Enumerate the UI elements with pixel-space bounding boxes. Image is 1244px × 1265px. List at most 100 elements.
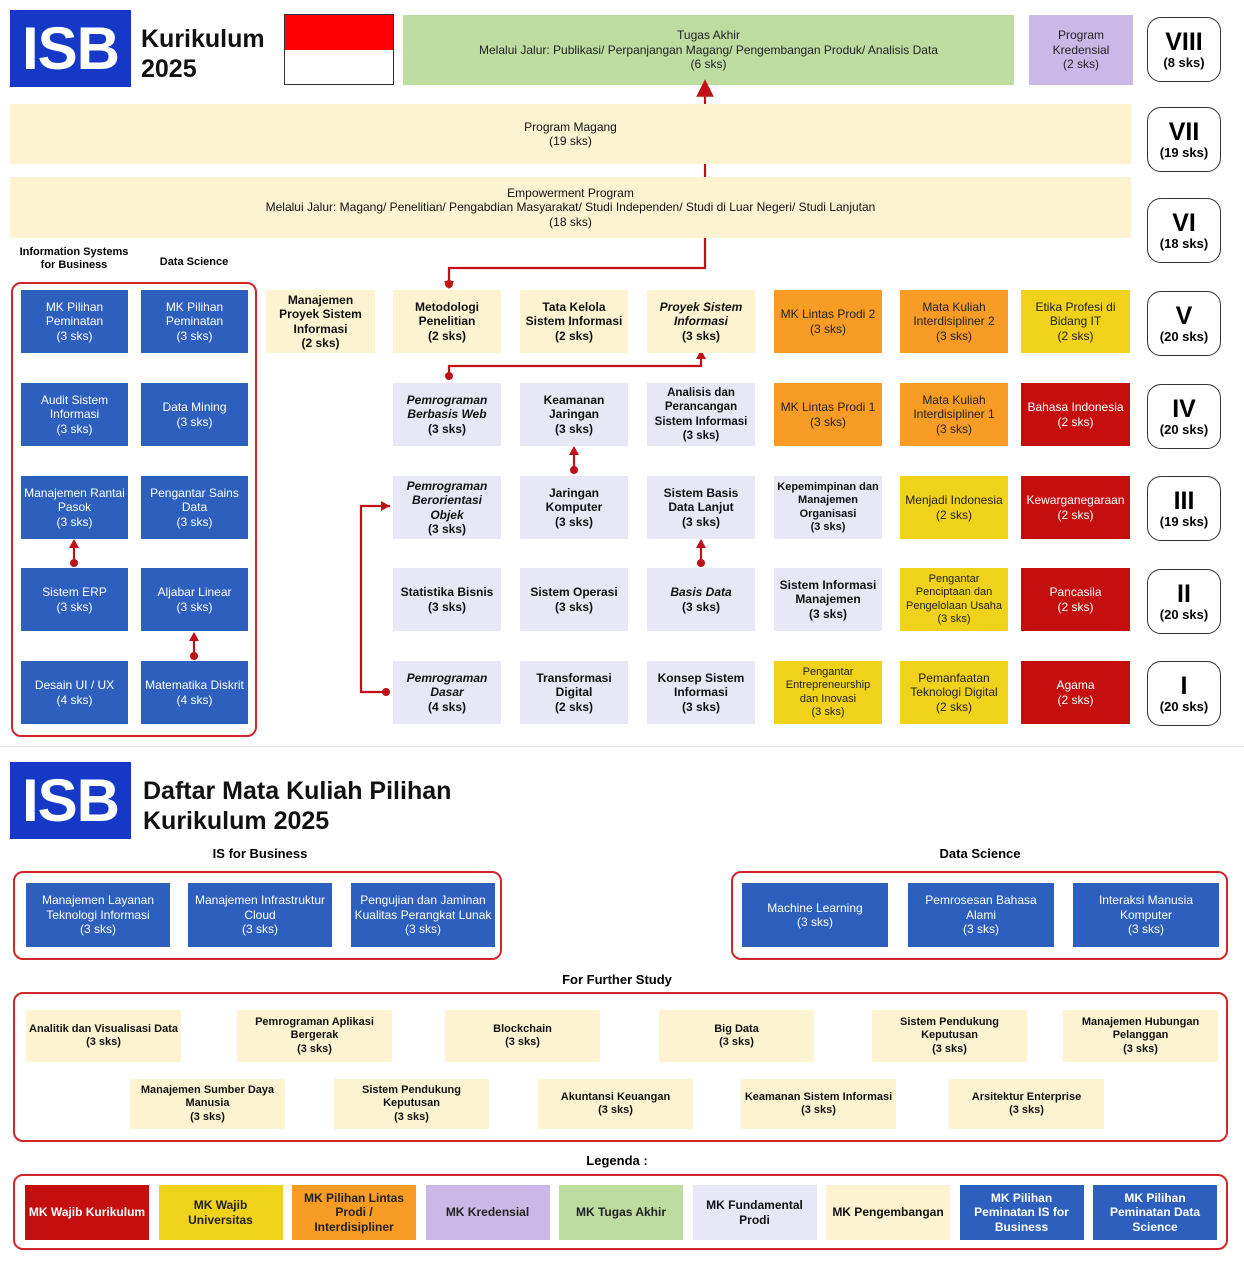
legend-item-label: MK Pengembangan (832, 1205, 944, 1220)
mpsi-course: Manajemen Proyek Sistem Informasi(2 sks) (266, 290, 375, 353)
c3-course-name: Proyek Sistem Informasi (659, 299, 743, 329)
is-business-elective: Pengujian dan Jaminan Kualitas Perangkat… (351, 883, 495, 947)
c1-course-name: Pemrograman Berbasis Web (406, 392, 488, 422)
tugas-akhir-route: Melalui Jalur: Publikasi/ Perpanjangan M… (479, 42, 938, 57)
page-title: Kurikulum 2025 (141, 24, 281, 84)
isb-course-sks: (3 sks) (56, 514, 93, 529)
legend-item-label: MK Pilihan Peminatan Data Science (1109, 1190, 1201, 1234)
semester-badge-1: I(20 sks) (1147, 661, 1221, 726)
semester-sks: (20 sks) (1159, 422, 1209, 437)
semester-badge-7: VII(19 sks) (1147, 107, 1221, 172)
further-study-course: Pemrograman Aplikasi Bergerak(3 sks) (237, 1010, 392, 1062)
c6-course-sks: (2 sks) (1057, 507, 1094, 522)
c3-course: Analisis dan Perancangan Sistem Informas… (647, 383, 755, 446)
c6-course: Etika Profesi di Bidang IT(2 sks) (1021, 290, 1130, 353)
ds-course: Data Mining(3 sks) (141, 383, 248, 446)
track-label-is-business: Information Systems for Business (10, 246, 138, 272)
c4-course-sks: (3 sks) (810, 521, 846, 533)
further-study-course: Keamanan Sistem Informasi(3 sks) (741, 1079, 896, 1129)
further-study-course-sks: (3 sks) (86, 1036, 121, 1048)
legend-swatch: MK Wajib Kurikulum (25, 1185, 149, 1240)
semester-sks: (20 sks) (1159, 699, 1209, 714)
semester-badge-8: VIII(8 sks) (1147, 17, 1221, 82)
ds-course-sks: (3 sks) (176, 414, 213, 429)
elective-title-line-2: Kurikulum 2025 (143, 807, 330, 835)
c2-course-sks: (3 sks) (554, 599, 594, 614)
c1-course: Pemrograman Dasar(4 sks) (393, 661, 501, 724)
c6-course-name: Pancasila (1049, 585, 1102, 599)
further-study-course: Manajemen Sumber Daya Manusia(3 sks) (130, 1079, 285, 1129)
further-study-course-sks: (3 sks) (801, 1104, 836, 1116)
isb-course-name: Audit Sistem Informasi (40, 392, 109, 422)
semester-badge-6: VI(18 sks) (1147, 198, 1221, 263)
is-business-label: IS for Business (212, 846, 308, 861)
ds-course-name: MK Pilihan Peminatan (165, 299, 224, 329)
further-study-course-sks: (3 sks) (1009, 1104, 1044, 1116)
c6-course-name: Etika Profesi di Bidang IT (1035, 299, 1116, 329)
c1-course-name: Pemrograman Berorientasi Objek (406, 478, 488, 522)
c3-course-sks: (3 sks) (681, 699, 721, 714)
c2-course-name: Keamanan Jaringan (543, 392, 605, 422)
c6-course: Pancasila(2 sks) (1021, 568, 1130, 631)
c6-course-sks: (2 sks) (1057, 599, 1094, 614)
empowerment-title: Empowerment Program (507, 185, 634, 200)
data-science-elective-name: Pemrosesan Bahasa Alami (925, 893, 1037, 922)
further-study-label: For Further Study (562, 972, 672, 987)
c3-course-name: Basis Data (670, 585, 732, 599)
c5-course-name: Pengantar Penciptaan dan Pengelolaan Usa… (905, 572, 1003, 612)
c2-course-sks: (2 sks) (554, 328, 594, 343)
c3-course: Konsep Sistem Informasi(3 sks) (647, 661, 755, 724)
further-study-course-name: Analitik dan Visualisasi Data (29, 1022, 178, 1035)
semester-sks: (20 sks) (1159, 607, 1209, 622)
c4-course-name: MK Lintas Prodi 2 (780, 307, 876, 321)
ds-course-sks: (3 sks) (176, 599, 213, 614)
c2-course-name: Sistem Operasi (530, 585, 618, 599)
indonesia-flag-icon (284, 14, 394, 85)
further-study-course: Manajemen Hubungan Pelanggan(3 sks) (1063, 1010, 1218, 1062)
semester-roman: V (1175, 302, 1193, 330)
isb-course: Audit Sistem Informasi(3 sks) (21, 383, 128, 446)
c6-course-sks: (2 sks) (1057, 692, 1094, 707)
data-science-elective-name: Interaksi Manusia Komputer (1098, 893, 1194, 922)
c2-course-name: Jaringan Komputer (545, 485, 603, 515)
further-study-frame (13, 992, 1228, 1142)
track-label-data-science: Data Science (159, 256, 229, 268)
c1-course-name: Pemrograman Dasar (406, 670, 488, 700)
c1-course: Pemrograman Berbasis Web(3 sks) (393, 383, 501, 446)
c4-course-name: Sistem Informasi Manajemen (779, 577, 877, 607)
ds-course-name: Aljabar Linear (157, 585, 232, 599)
c1-course-sks: (4 sks) (427, 699, 467, 714)
is-business-elective-sks: (3 sks) (405, 922, 441, 937)
legend-item-label: MK Wajib Universitas (188, 1198, 253, 1227)
kredensial-title-2: Kredensial (1052, 42, 1110, 57)
further-study-course-name: Akuntansi Keuangan (560, 1090, 671, 1103)
further-study-course-name: Big Data (714, 1022, 759, 1035)
further-study-course-name: Pemrograman Aplikasi Bergerak (255, 1015, 374, 1042)
data-science-elective-sks: (3 sks) (1128, 922, 1164, 937)
c3-course-sks: (3 sks) (681, 328, 721, 343)
isb-course-sks: (3 sks) (56, 421, 93, 436)
arrow-web-to-proyek (447, 356, 703, 376)
tugas-akhir-block: Tugas Akhir Melalui Jalur: Publikasi/ Pe… (403, 15, 1014, 85)
legend-swatch: MK Wajib Universitas (158, 1185, 283, 1240)
c1-course: Pemrograman Berorientasi Objek(3 sks) (393, 476, 501, 539)
magang-title: Program Magang (524, 119, 617, 134)
tugas-akhir-title: Tugas Akhir (677, 28, 740, 43)
program-kredensial-block: Program Kredensial (2 sks) (1029, 15, 1133, 85)
isb-logo-2: ISB (10, 762, 131, 839)
further-study-course-name: Manajemen Sumber Daya Manusia (140, 1083, 275, 1110)
isb-course: MK Pilihan Peminatan(3 sks) (21, 290, 128, 353)
c6-course-sks: (2 sks) (1057, 328, 1094, 343)
c5-course-name: Mata Kuliah Interdisipliner 2 (913, 299, 995, 329)
is-business-elective-frame (13, 871, 502, 960)
further-study-course: Akuntansi Keuangan(3 sks) (538, 1079, 693, 1129)
further-study-course-name: Blockchain (493, 1022, 552, 1035)
further-study-course-name: Keamanan Sistem Informasi (744, 1090, 893, 1103)
c3-course: Basis Data(3 sks) (647, 568, 755, 631)
legend-item-label: MK Wajib Kurikulum (28, 1205, 146, 1220)
page-divider (0, 746, 1244, 747)
c6-course-name: Kewarganegaraan (1026, 493, 1125, 507)
elective-title-line-1: Daftar Mata Kuliah Pilihan (143, 777, 452, 805)
c3-course-name: Konsep Sistem Informasi (657, 670, 745, 700)
c5-course: Menjadi Indonesia(2 sks) (900, 476, 1008, 539)
